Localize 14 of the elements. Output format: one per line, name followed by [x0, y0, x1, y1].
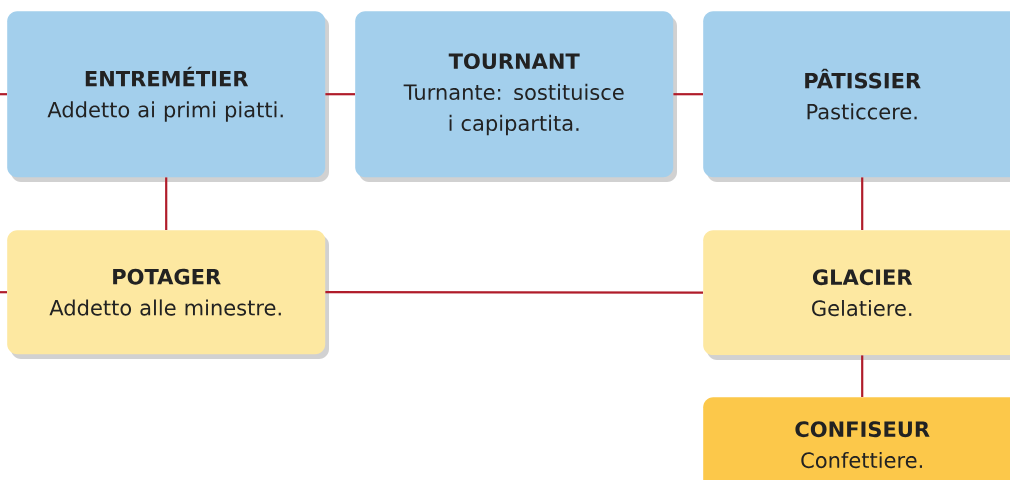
title-card: CONFISEUR Confettiere. — [703, 397, 1010, 480]
title-card: POTAGER Addetto alle minestre. — [7, 230, 329, 359]
connector-line — [861, 177, 864, 230]
connector-line — [165, 177, 168, 230]
title-card: TOURNANT Turnante: sostituisce i capipartita. — [355, 11, 677, 182]
connector-line — [861, 355, 864, 397]
title-card: PÂTISSIER Pasticcere. — [703, 11, 1010, 182]
connector-line — [673, 93, 703, 96]
title-card: ENTREMÉTIER Addetto ai primi piatti. — [7, 11, 329, 182]
connector-line — [0, 93, 7, 96]
title-card: GLACIER Gelatiere. — [703, 230, 1010, 360]
connector-line — [325, 93, 355, 96]
connector-line — [325, 291, 703, 294]
connector-line — [0, 291, 7, 294]
